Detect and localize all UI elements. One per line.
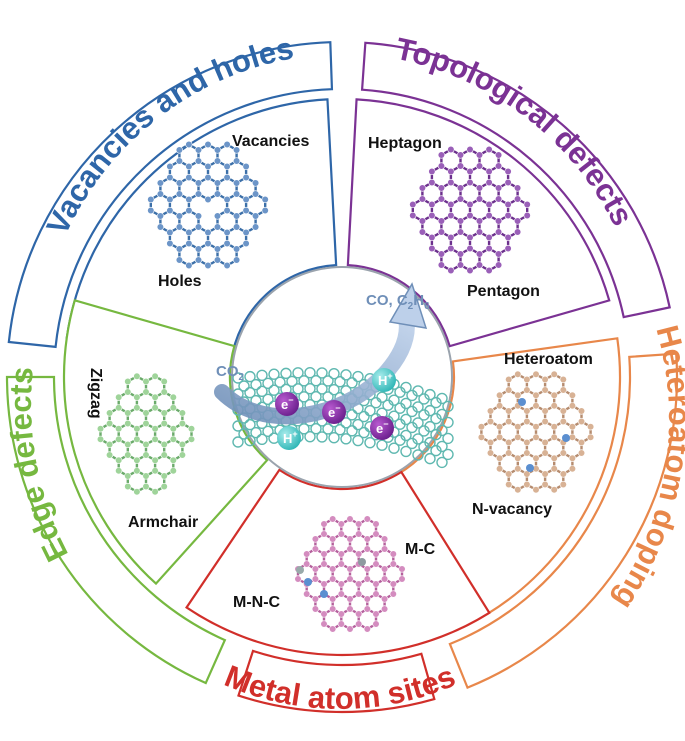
svg-text:H+: H+ (378, 371, 393, 388)
label-zigzag: Zigzag (87, 368, 104, 419)
outer-ring (5, 41, 679, 714)
metal-outer-segment (237, 649, 436, 714)
reactant-label: CO2 (216, 363, 245, 383)
electron-particle: e− (322, 400, 346, 424)
heteroatom-outer-segment (448, 352, 679, 690)
metal-lattice (294, 515, 406, 633)
topological-outer-segment (360, 41, 671, 319)
label-vacancies: Vacancies (232, 133, 310, 150)
lattice-layer (96, 140, 595, 633)
label-m-c: M-C (405, 541, 436, 558)
label-pentagon: Pentagon (467, 283, 540, 300)
metal-inner-segment (185, 468, 491, 657)
center-layer: e− e− e− H+ H+ (214, 282, 454, 469)
svg-text:e−: e− (281, 395, 294, 412)
reaction-arrow (214, 310, 415, 425)
vacancies-outer-segment (7, 41, 334, 349)
label-heptagon: Heptagon (368, 135, 442, 152)
proton-particle: H+ (277, 426, 301, 450)
svg-text:H+: H+ (283, 429, 298, 446)
label-heteroatom: Heteroatom (504, 351, 593, 368)
vacancies-lattice (147, 140, 269, 270)
topological-lattice (409, 145, 531, 275)
svg-text:e−: e− (328, 403, 341, 420)
edge-lattice (96, 372, 196, 496)
electron-particle: e− (370, 416, 394, 440)
electron-particle: e− (275, 392, 299, 416)
label-armchair: Armchair (128, 514, 198, 531)
edge-outer-segment (5, 375, 227, 685)
product-label: CO, C2H6 (366, 292, 430, 312)
vacancies-inner-segment (65, 98, 338, 363)
label-m-n-c: M-N-C (233, 594, 281, 611)
reaction-arrowhead (388, 282, 428, 329)
label-n-vacancy: N-vacancy (472, 501, 552, 518)
proton-particle: H+ (372, 368, 396, 392)
heteroatom-lattice (477, 370, 595, 494)
svg-text:e−: e− (376, 419, 389, 436)
label-holes: Holes (158, 273, 202, 290)
